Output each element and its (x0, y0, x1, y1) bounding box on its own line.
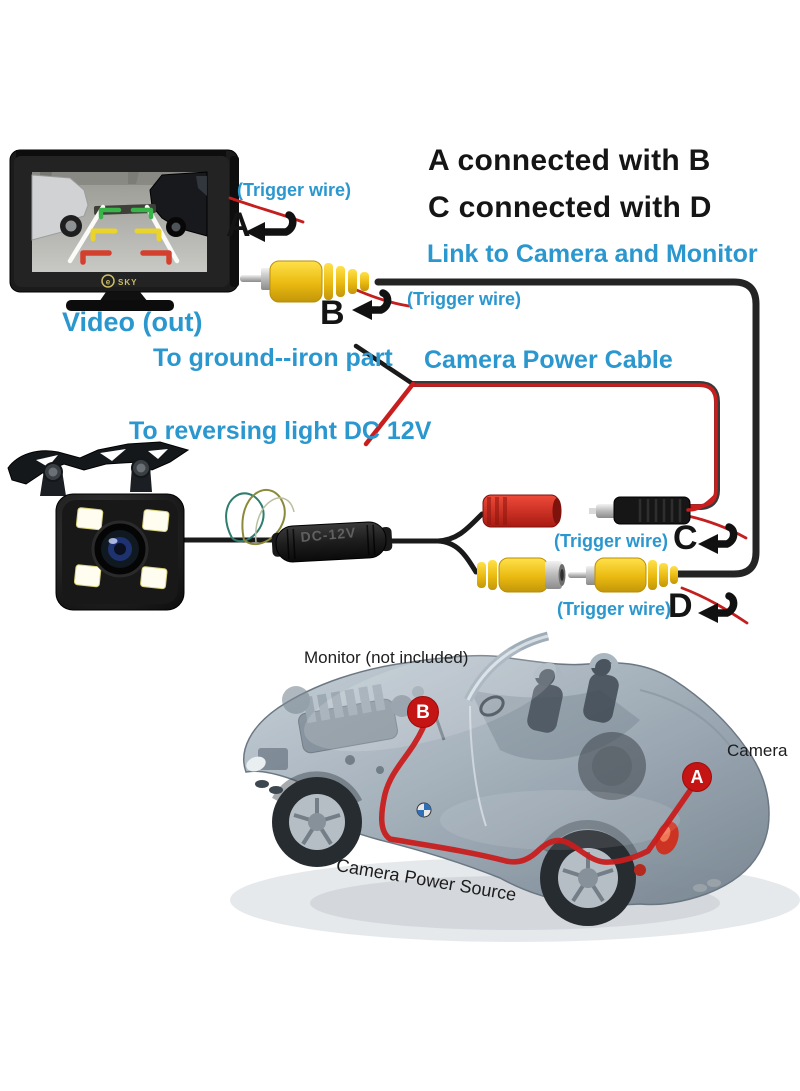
car-point-b: B (407, 696, 439, 728)
marker-c: C (673, 519, 698, 557)
link-to-camera-monitor-label: Link to Camera and Monitor (427, 240, 758, 268)
note-c-connected-d: C connected with D (428, 191, 712, 224)
car-camera-label: Camera (727, 741, 788, 760)
monitor-screen (31, 171, 208, 272)
return-arrows (245, 211, 738, 623)
car-front-wheel (272, 777, 362, 867)
car-monitor-note: Monitor (not included) (304, 648, 469, 667)
rca-plug-monitor-end (240, 260, 369, 303)
marker-a: A (226, 206, 251, 244)
car-engine-details (258, 683, 446, 774)
camera-led (73, 507, 170, 590)
screen-right-car (149, 171, 208, 237)
ground-lead-wire (353, 343, 416, 387)
video-out-label: Video (out) (62, 307, 203, 337)
screen-guide-lines (67, 204, 180, 265)
svg-text:B: B (416, 702, 430, 723)
ground-label: To ground--iron part (153, 344, 393, 372)
reversing-lead-wire (363, 381, 416, 447)
backup-camera (55, 493, 185, 611)
car-cockpit (463, 631, 731, 827)
dc-plug-black (589, 494, 717, 525)
return-arrow-c-icon (698, 523, 738, 554)
trigger-wire-label-c: (Trigger wire) (554, 531, 669, 551)
marker-d: D (668, 587, 693, 625)
camera-loop-wires (225, 488, 295, 546)
camera-power-cable (410, 381, 720, 510)
marker-b: B (320, 294, 345, 332)
svg-text:SKY: SKY (118, 278, 137, 287)
dc-module (271, 521, 393, 563)
monitor-brand-logo: e SKY (101, 274, 137, 288)
camera-power-cable-label: Camera Power Cable (424, 346, 673, 374)
rca-socket-camera-end (477, 557, 566, 593)
return-arrow-b-icon (352, 289, 392, 320)
trigger-wire-label-b: (Trigger wire) (407, 289, 522, 309)
screen-left-car (31, 174, 89, 241)
trigger-wire-label-a: (Trigger wire) (237, 180, 352, 200)
svg-text:A: A (691, 767, 704, 787)
power-socket-red (482, 494, 562, 528)
monitor-stand-base (66, 300, 174, 311)
return-arrow-a-icon (245, 211, 297, 242)
camera-bracket (7, 441, 190, 496)
camera-pigtail-cable (181, 511, 485, 575)
monitor-hood-edge (230, 156, 239, 287)
return-arrow-d-icon (698, 592, 738, 623)
video-cable (374, 278, 760, 578)
trigger-wire-label-d: (Trigger wire) (557, 599, 672, 619)
rca-plug-harness-end (568, 557, 678, 593)
monitor-stand-neck (99, 292, 148, 302)
camera-lens (91, 520, 149, 578)
screen-wheel-stop (93, 203, 157, 216)
trigger-wire-d (680, 586, 749, 625)
trigger-wire-c (686, 514, 748, 540)
monitor: e SKY (9, 149, 239, 311)
car-point-a: A (682, 762, 712, 792)
car-cable-route (378, 725, 699, 865)
note-a-connected-b: A connected with B (428, 144, 711, 177)
car-illustration: B A (230, 631, 800, 942)
svg-text:e: e (106, 278, 111, 287)
car-badge (416, 802, 432, 818)
reversing-light-label: To reversing light DC 12V (129, 417, 432, 445)
